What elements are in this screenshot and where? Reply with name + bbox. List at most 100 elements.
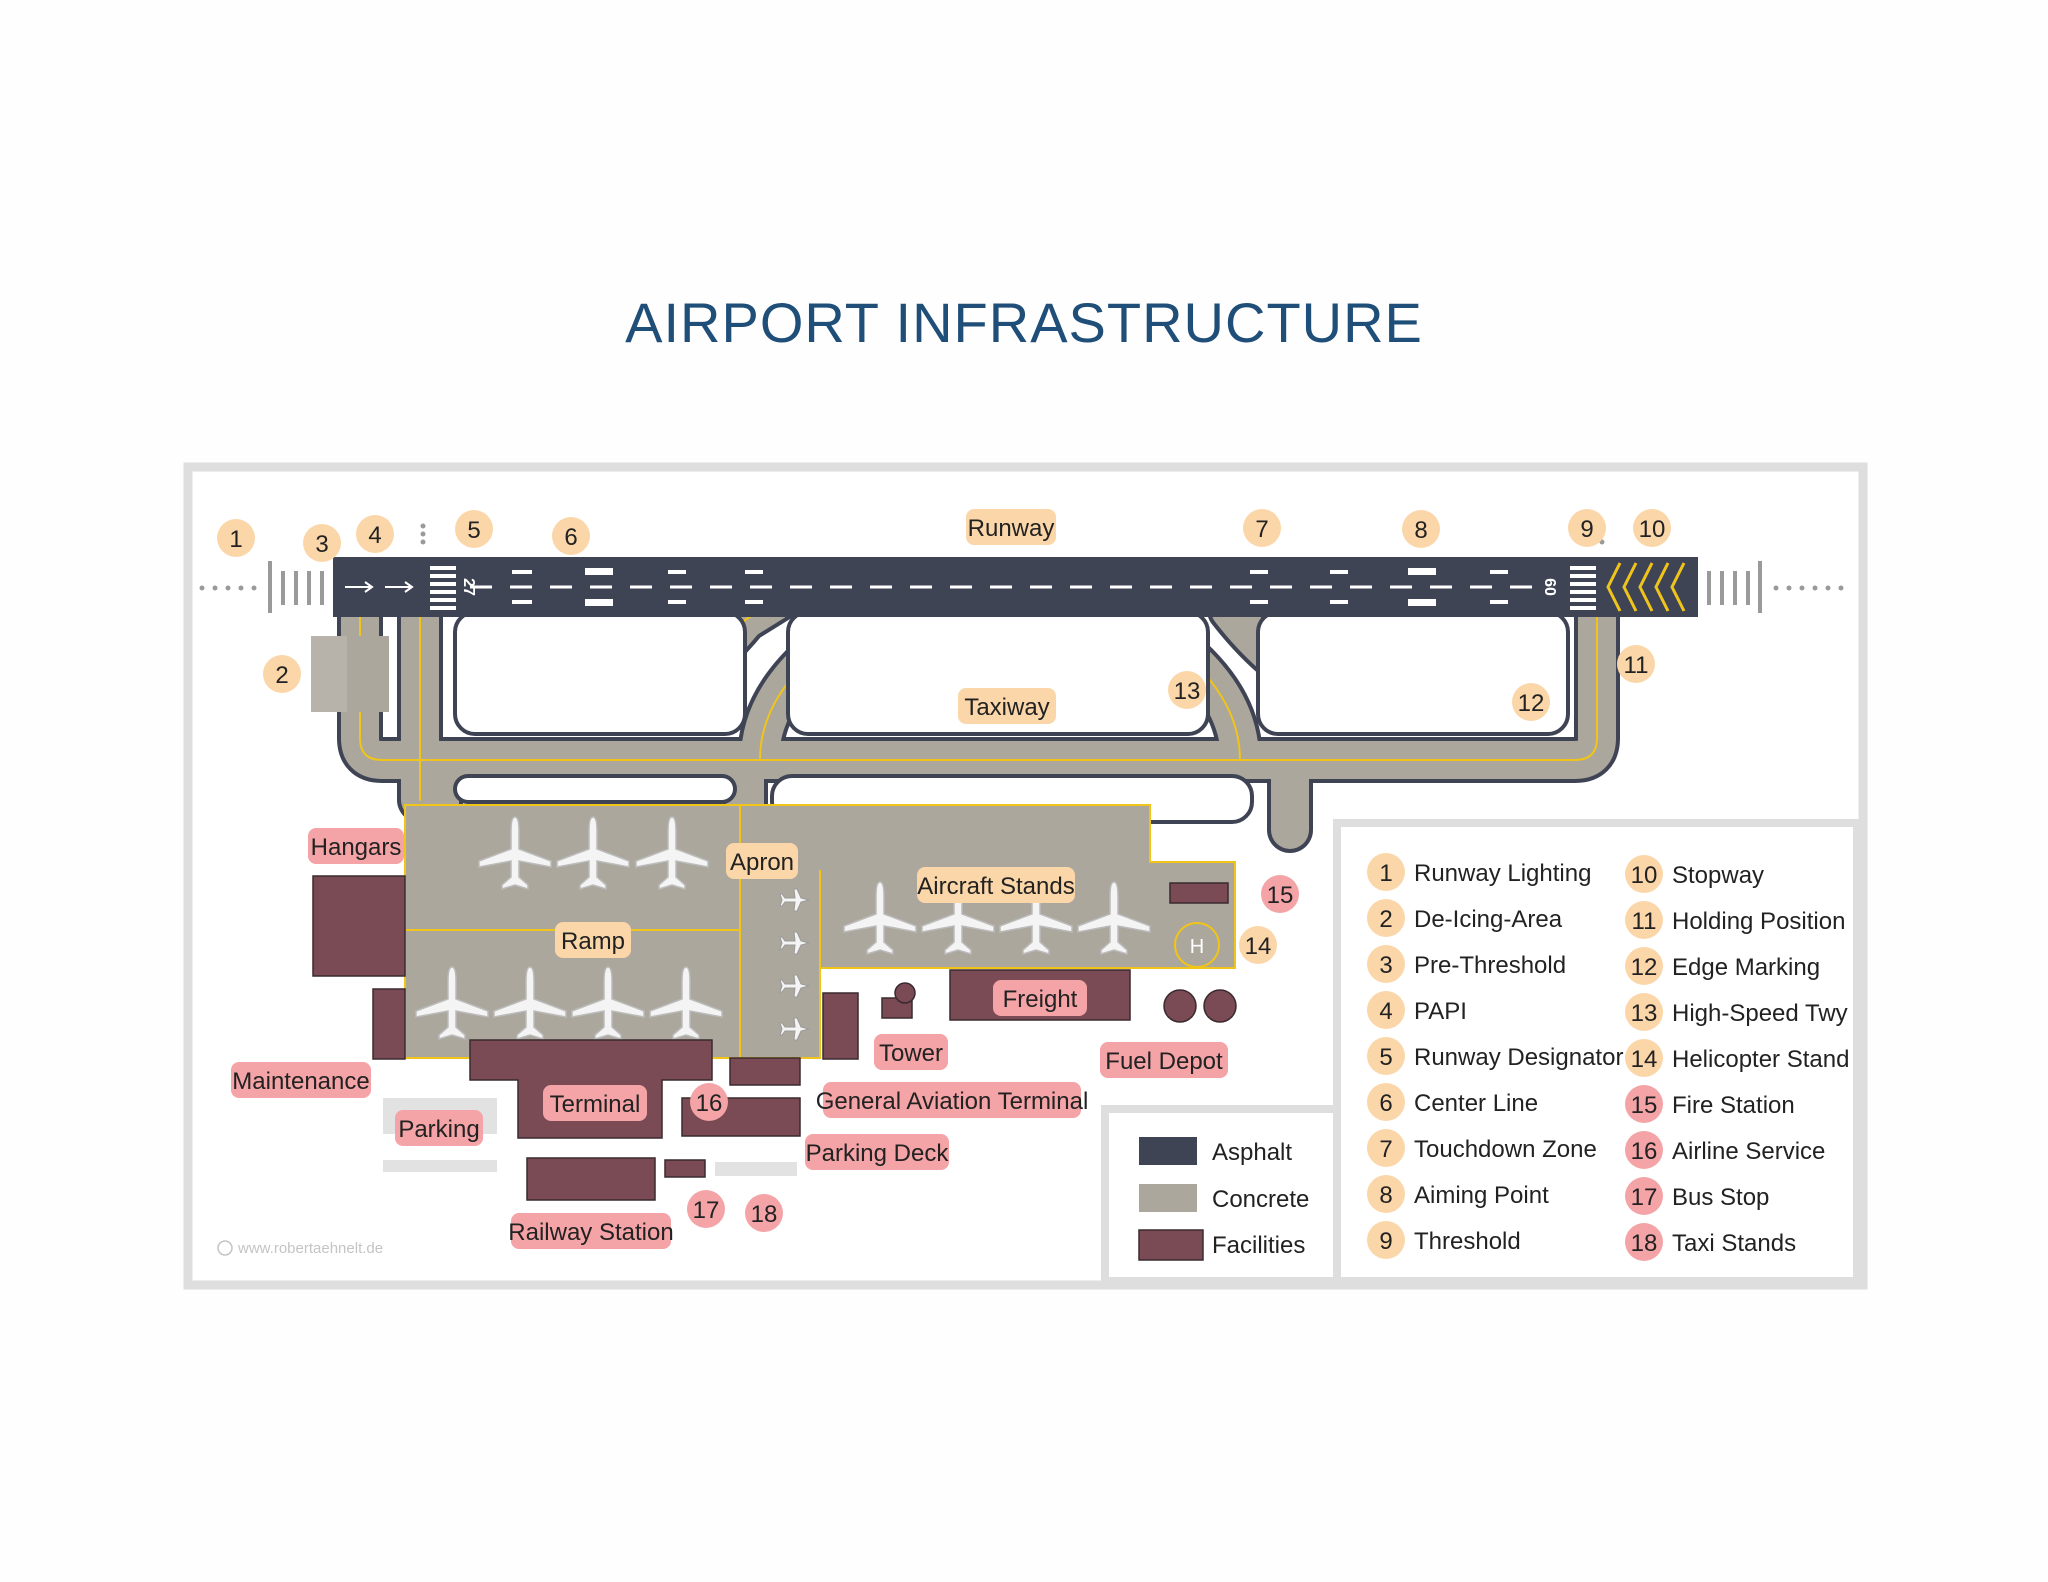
helicopter-stand: [1174, 922, 1220, 968]
svg-text:Bus Stop: Bus Stop: [1672, 1184, 1769, 1211]
callout-1: [217, 519, 255, 557]
svg-text:17: 17: [1631, 1184, 1658, 1211]
label-general-aviation-terminal: General Aviation Terminal: [816, 1088, 1089, 1115]
svg-text:9: 9: [1580, 516, 1593, 543]
label-apron: Apron: [730, 849, 794, 876]
svg-text:5: 5: [467, 517, 480, 544]
svg-text:10: 10: [1631, 862, 1658, 889]
area-labels: Runway Taxiway Apron Ramp Aircraft Stand…: [555, 509, 1075, 958]
parking-strip: [383, 1160, 497, 1172]
runway-designator-left: 27: [460, 578, 477, 596]
label-fuel-depot: Fuel Depot: [1105, 1048, 1223, 1075]
svg-text:Airline Service: Airline Service: [1672, 1138, 1825, 1165]
diagram-title: AIRPORT INFRASTRUCTURE: [625, 291, 1423, 354]
svg-text:7: 7: [1255, 516, 1268, 543]
svg-text:Center Line: Center Line: [1414, 1090, 1538, 1117]
svg-text:4: 4: [1379, 998, 1392, 1025]
svg-text:10: 10: [1639, 516, 1666, 543]
svg-text:Fire Station: Fire Station: [1672, 1092, 1795, 1119]
svg-text:18: 18: [1631, 1230, 1658, 1257]
fuel-tank-2: [1203, 989, 1237, 1023]
railway-station-building: [526, 1157, 656, 1201]
cc-icon: [217, 1240, 233, 1256]
label-runway: Runway: [968, 515, 1055, 542]
label-railway-station: Railway Station: [508, 1219, 673, 1246]
svg-text:Edge Marking: Edge Marking: [1672, 954, 1820, 981]
svg-text:4: 4: [368, 522, 381, 549]
svg-text:8: 8: [1414, 517, 1427, 544]
swatch-concrete: [1139, 1184, 1197, 1212]
svg-text:Helicopter Stand: Helicopter Stand: [1672, 1046, 1849, 1073]
callout-18: [745, 1194, 783, 1232]
svg-text:Holding Position: Holding Position: [1672, 908, 1845, 935]
callout-7: [1243, 509, 1281, 547]
de-icing-gap: [311, 636, 347, 712]
svg-text:Stopway: Stopway: [1672, 862, 1764, 889]
svg-text:De-Icing-Area: De-Icing-Area: [1414, 906, 1563, 933]
label-freight: Freight: [1003, 986, 1078, 1013]
svg-text:11: 11: [1632, 908, 1657, 935]
svg-text:High-Speed Twy: High-Speed Twy: [1672, 1000, 1848, 1027]
maintenance-building: [372, 988, 406, 1060]
label-hangars: Hangars: [311, 834, 402, 861]
callout-13: [1168, 671, 1206, 709]
hangars-building: [312, 875, 406, 977]
callout-12: [1512, 683, 1550, 721]
label-parking: Parking: [398, 1116, 479, 1143]
label-parking-deck: Parking Deck: [806, 1140, 950, 1167]
svg-text:16: 16: [696, 1090, 723, 1117]
callout-14: [1239, 926, 1277, 964]
callout-6: [552, 517, 590, 555]
swatch-asphalt: [1139, 1137, 1197, 1165]
svg-text:6: 6: [564, 524, 577, 551]
label-taxiway: Taxiway: [964, 694, 1049, 721]
callout-10: [1633, 509, 1671, 547]
svg-text:9: 9: [1379, 1228, 1392, 1255]
callout-4: [356, 515, 394, 553]
svg-text:6: 6: [1379, 1090, 1392, 1117]
label-terminal: Terminal: [550, 1091, 641, 1118]
svg-text:3: 3: [1379, 952, 1392, 979]
callout-15: [1261, 875, 1299, 913]
fire-station-building: [1169, 882, 1229, 904]
svg-text:3: 3: [315, 531, 328, 558]
svg-text:Runway Lighting: Runway Lighting: [1414, 860, 1591, 887]
callout-8: [1402, 510, 1440, 548]
label-aircraft-stands: Aircraft Stands: [917, 873, 1074, 900]
callout-16: [690, 1083, 728, 1121]
callout-17: [687, 1190, 725, 1228]
swatch-facilities: [1138, 1229, 1204, 1261]
svg-text:PAPI: PAPI: [1414, 998, 1467, 1025]
callout-9: [1568, 509, 1606, 547]
svg-text:8: 8: [1379, 1182, 1392, 1209]
numbered-legend-panel: [1333, 819, 1861, 1285]
svg-text:14: 14: [1245, 933, 1272, 960]
svg-text:15: 15: [1267, 882, 1294, 909]
runway-lighting-right: [1707, 561, 1844, 613]
legend-facilities: Facilities: [1212, 1232, 1305, 1259]
svg-text:12: 12: [1518, 690, 1545, 717]
label-maintenance: Maintenance: [232, 1068, 369, 1095]
svg-text:14: 14: [1631, 1046, 1658, 1073]
ga-terminal-building: [822, 992, 859, 1060]
map-callouts: 1 2 3 4 5 6 7 8 9 10 11 12 13 14 15 16 1…: [217, 509, 1671, 1232]
legend-asphalt: Asphalt: [1212, 1139, 1292, 1166]
svg-text:18: 18: [751, 1201, 778, 1228]
svg-text:Threshold: Threshold: [1414, 1228, 1521, 1255]
airline-service-building: [729, 1057, 801, 1086]
svg-text:Taxi Stands: Taxi Stands: [1672, 1230, 1796, 1257]
svg-text:13: 13: [1174, 678, 1201, 705]
helicopter-mark: H: [1190, 936, 1204, 958]
label-ramp: Ramp: [561, 928, 625, 955]
svg-text:Touchdown Zone: Touchdown Zone: [1414, 1136, 1597, 1163]
svg-text:17: 17: [693, 1197, 720, 1224]
svg-text:Runway Designator: Runway Designator: [1414, 1044, 1623, 1071]
svg-text:1: 1: [1379, 860, 1392, 887]
svg-text:15: 15: [1631, 1092, 1658, 1119]
svg-text:7: 7: [1379, 1136, 1392, 1163]
svg-text:1: 1: [229, 526, 242, 553]
svg-text:2: 2: [275, 662, 288, 689]
runway-lighting-left: [199, 561, 324, 613]
surface-legend: Asphalt Concrete Facilities: [1138, 1137, 1309, 1261]
